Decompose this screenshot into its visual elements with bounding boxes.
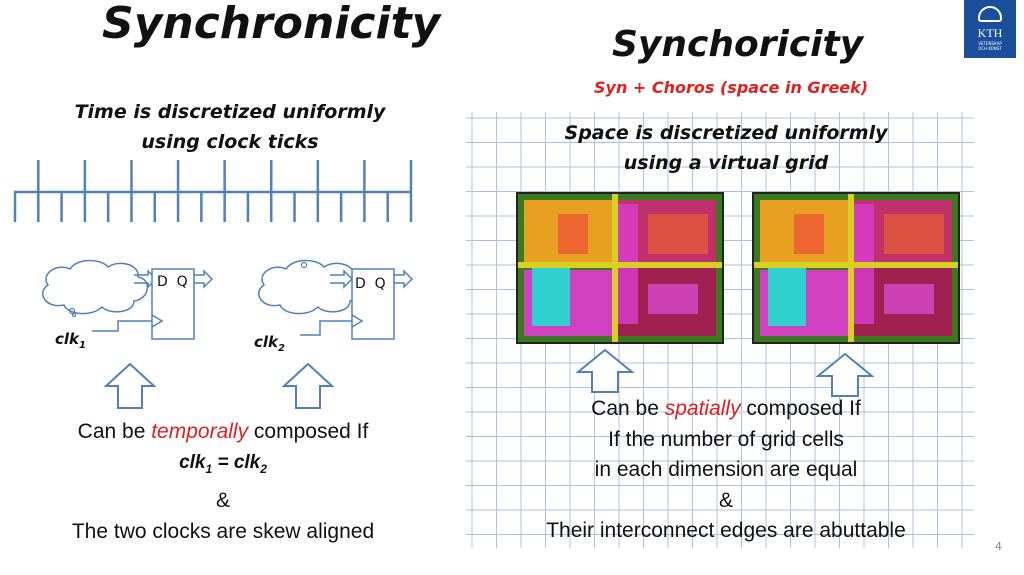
right-condition-line3: in each dimension are equal: [594, 458, 858, 481]
right-condition: Can be spatially composed If If the numb…: [516, 394, 936, 547]
left-condition-line1: Can be temporally composed If: [77, 420, 369, 443]
right-heading-line2: using a virtual grid: [623, 152, 829, 174]
page-number: 4: [995, 540, 1002, 553]
flipflop-2: [351, 268, 395, 340]
left-heading-line2: using clock ticks: [141, 131, 319, 153]
right-condition-line2: If the number of grid cells: [608, 427, 844, 451]
chip-layout-2-art: [754, 194, 958, 342]
data-arrow-2: [330, 269, 354, 289]
logic-cloud-1: [42, 259, 148, 315]
clk1-base: clk: [55, 330, 80, 348]
left-ampersand: &: [215, 488, 230, 512]
clock-wire-2: [300, 320, 352, 336]
temporally-highlight: temporally: [151, 420, 249, 443]
spatially-highlight: spatially: [664, 397, 741, 420]
kth-logo: KTH VETENSKAP OCH KONST: [964, 0, 1016, 58]
flipflop-1-label: D Q: [157, 274, 188, 290]
up-arrow-icon: [104, 362, 156, 409]
right-heading: Space is discretized uniformly using a v…: [552, 118, 900, 178]
right-condition-line5: Their interconnect edges are abuttable: [546, 519, 906, 542]
clock-wire-1: [92, 320, 152, 332]
left-heading: Time is discretized uniformly using cloc…: [60, 97, 400, 157]
clock-equality: clk1 = clk2: [179, 452, 267, 476]
right-ampersand: &: [718, 488, 733, 512]
chip-layout-1: [516, 192, 724, 344]
left-title: Synchronicity: [102, 0, 441, 49]
q-arrow-2: [394, 269, 414, 289]
up-arrow-icon: [282, 362, 334, 409]
right-heading-line1: Space is discretized uniformly: [564, 122, 888, 144]
right-title: Synchoricity: [612, 24, 864, 65]
clk2-label: clk2: [254, 333, 285, 354]
flipflop-1: [151, 268, 195, 340]
up-arrow-icon: [576, 348, 634, 393]
left-heading-line1: Time is discretized uniformly: [74, 101, 386, 123]
clk2-sub: 2: [278, 343, 285, 354]
logo-tagline-1: VETENSKAP: [978, 41, 1002, 46]
q-arrow-1: [194, 269, 214, 289]
chip-layout-1-art: [518, 194, 722, 342]
crown-icon: [978, 6, 1002, 22]
clk2-base: clk: [254, 333, 279, 351]
logo-text: KTH: [977, 26, 1003, 40]
clk1-sub: 1: [79, 340, 86, 351]
chip-layout-2: [752, 192, 960, 344]
left-condition: Can be temporally composed If clk1 = clk…: [40, 416, 406, 547]
clk1-label: clk1: [55, 330, 86, 351]
right-subtitle: Syn + Choros (space in Greek): [594, 78, 869, 97]
right-condition-line1: Can be spatially composed If: [591, 397, 861, 420]
clock-timeline: [13, 160, 413, 222]
left-flipflop-diagram: [42, 259, 414, 340]
logo-tagline-2: OCH KONST: [978, 46, 1002, 51]
flipflop-2-label: D Q: [355, 276, 386, 292]
logic-cloud-2: [258, 259, 364, 315]
up-arrow-icon: [816, 352, 874, 397]
left-condition-last: The two clocks are skew aligned: [71, 519, 375, 543]
